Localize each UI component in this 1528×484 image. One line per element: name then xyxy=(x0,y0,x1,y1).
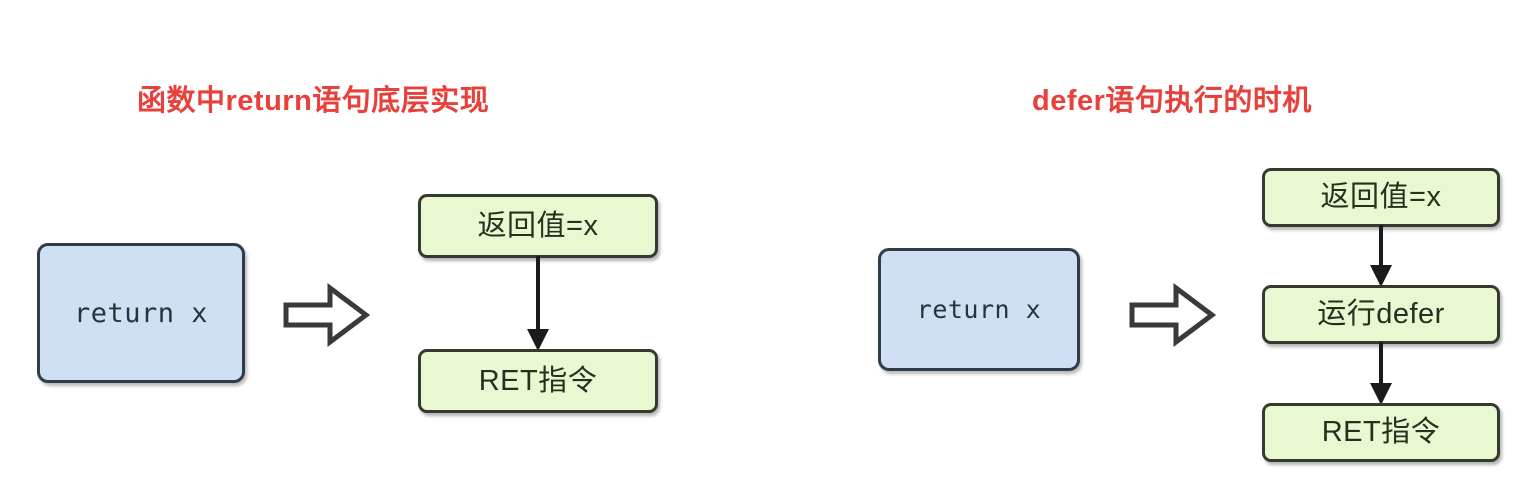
connector-arrowhead xyxy=(1370,383,1392,405)
node-label: RET指令 xyxy=(1321,416,1441,448)
connector-arrowhead xyxy=(1370,265,1392,287)
panel-title-return-lowering: 函数中return语句底层实现 xyxy=(137,85,490,117)
connector-shaft xyxy=(1379,225,1383,267)
connector-arrow-down-left-1 xyxy=(418,256,658,351)
node-label: RET指令 xyxy=(478,364,598,397)
node-run-defer-right: 运行defer xyxy=(1262,285,1500,344)
connector-shaft xyxy=(536,256,540,331)
node-label: 返回值=x xyxy=(477,209,599,242)
connector-arrowhead xyxy=(527,329,549,351)
node-label: return x xyxy=(73,297,209,329)
connector-arrow-down-right-2 xyxy=(1262,342,1500,405)
panel-title-defer-timing: defer语句执行的时机 xyxy=(1032,85,1312,117)
node-set-return-value-left: 返回值=x xyxy=(418,194,658,258)
connector-shaft xyxy=(1379,342,1383,385)
node-set-return-value-right: 返回值=x xyxy=(1262,168,1500,227)
block-arrow-right-icon xyxy=(1128,279,1216,351)
node-return-statement-left: return x xyxy=(37,243,245,383)
connector-arrow-down-right-1 xyxy=(1262,225,1500,287)
node-ret-instruction-right: RET指令 xyxy=(1262,403,1500,462)
node-return-statement-right: return x xyxy=(878,248,1080,371)
node-label: return x xyxy=(916,295,1042,324)
block-arrow-right-icon xyxy=(282,279,370,351)
node-label: 返回值=x xyxy=(1320,181,1442,213)
node-ret-instruction-left: RET指令 xyxy=(418,349,658,413)
node-label: 运行defer xyxy=(1317,298,1445,330)
